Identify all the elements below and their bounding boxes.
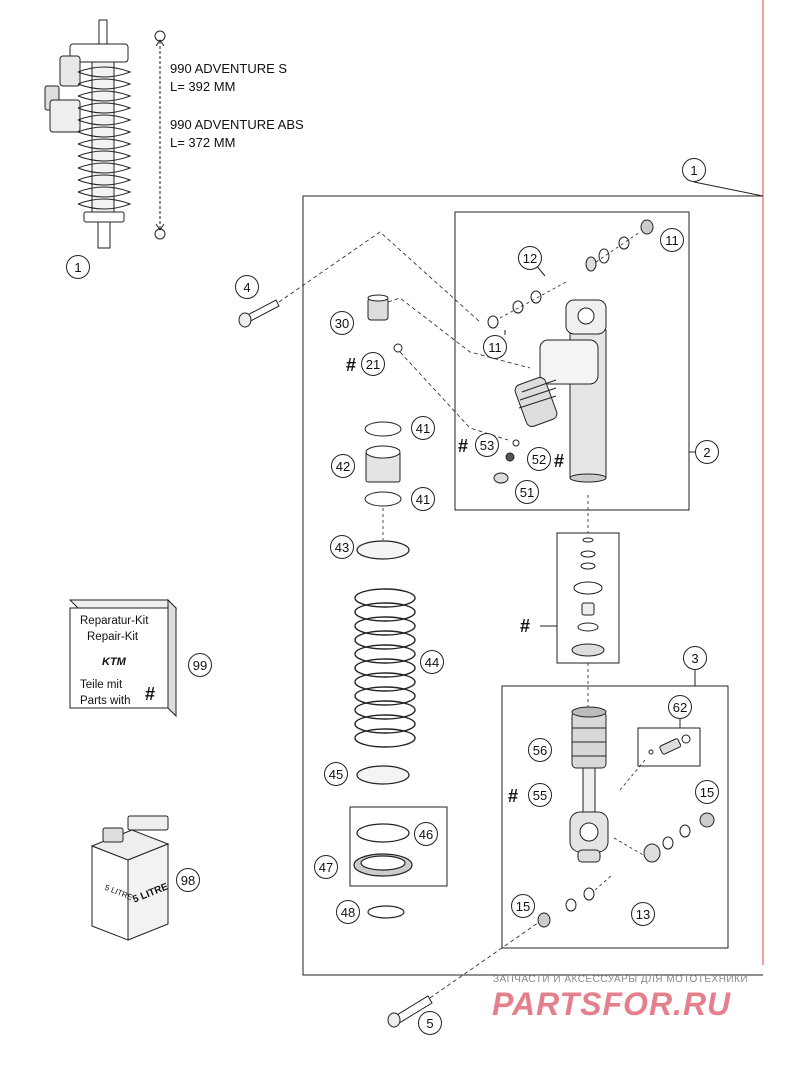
callout-99[interactable]: 99 — [188, 653, 212, 677]
hash-mark-52: # — [554, 451, 565, 471]
kit-line-4: Parts with — [80, 695, 131, 707]
spec-model-s: 990 ADVENTURE S — [170, 61, 288, 76]
callout-21[interactable]: 21 — [361, 352, 385, 376]
adjuster-part — [367, 294, 403, 353]
callout-41-upper[interactable]: 41 — [411, 416, 435, 440]
callout-48[interactable]: 48 — [336, 900, 360, 924]
watermark-caption: ЗАПЧАСТИ И АКСЕССУАРЫ ДЛЯ МОТОТЕХНИКИ — [493, 974, 749, 985]
valve-insert — [648, 734, 691, 755]
hash-mark-21: # — [346, 355, 357, 375]
body-bushings — [487, 219, 654, 329]
main-assembly-frame — [302, 195, 763, 976]
watermark-brand: PARTSFOR.RU — [492, 986, 732, 1022]
callout-11-left[interactable]: 11 — [483, 335, 507, 359]
lower-bolt — [387, 995, 433, 1028]
spring-washer-upper — [356, 540, 410, 560]
length-dimension — [154, 30, 166, 240]
oil-can — [90, 815, 170, 941]
callout-1-top[interactable]: 1 — [682, 158, 706, 182]
coil-spring — [354, 588, 416, 748]
piston-rod-frame — [501, 685, 729, 949]
spring-washer-lower — [356, 765, 410, 785]
callout-12[interactable]: 12 — [518, 246, 542, 270]
kit-line-1: Reparatur-Kit — [80, 615, 149, 627]
damper-body-frame — [454, 211, 690, 511]
damper-body — [514, 299, 607, 483]
hash-mark-55: # — [508, 786, 519, 806]
piston-rod-assembly — [569, 706, 609, 863]
bump-stop-parts — [364, 421, 402, 507]
kit-line-2: Repair-Kit — [87, 631, 139, 643]
kit-line-3: Teile mit — [80, 679, 123, 691]
callout-15-left[interactable]: 15 — [511, 894, 535, 918]
callout-42[interactable]: 42 — [331, 454, 355, 478]
hash-mark-53: # — [458, 436, 469, 456]
callout-46[interactable]: 46 — [414, 822, 438, 846]
complete-shock-illustration — [44, 19, 132, 249]
kit-hash-symbol: # — [145, 684, 156, 704]
callout-1-left[interactable]: 1 — [66, 255, 90, 279]
callout-51[interactable]: 51 — [515, 480, 539, 504]
callout-53[interactable]: 53 — [475, 433, 499, 457]
callout-41-lower[interactable]: 41 — [411, 487, 435, 511]
callout-43[interactable]: 43 — [330, 535, 354, 559]
callout-47[interactable]: 47 — [314, 855, 338, 879]
callout-98[interactable]: 98 — [176, 868, 200, 892]
repair-kit-box — [68, 598, 178, 718]
rod-bushings — [537, 812, 715, 928]
callout-44[interactable]: 44 — [420, 650, 444, 674]
callout-4[interactable]: 4 — [235, 275, 259, 299]
spring-retainer-frame — [349, 806, 448, 887]
seal-kit-parts — [571, 537, 605, 657]
callout-52[interactable]: 52 — [527, 447, 551, 471]
callout-2[interactable]: 2 — [695, 440, 719, 464]
spec-length-s: L= 392 MM — [170, 79, 236, 94]
valve-small-parts — [493, 439, 520, 484]
callout-62[interactable]: 62 — [668, 695, 692, 719]
callout-30[interactable]: 30 — [330, 311, 354, 335]
hash-mark-seal-kit: # — [520, 616, 531, 636]
spec-length-abs: L= 372 MM — [170, 135, 236, 150]
callout-55[interactable]: 55 — [528, 783, 552, 807]
ktm-logo: KTM — [102, 656, 126, 668]
callout-45[interactable]: 45 — [324, 762, 348, 786]
callout-15-right[interactable]: 15 — [695, 780, 719, 804]
spring-retainer-parts — [353, 823, 413, 919]
callout-13[interactable]: 13 — [631, 902, 655, 926]
callout-5[interactable]: 5 — [418, 1011, 442, 1035]
upper-bolt — [238, 299, 280, 328]
spec-model-abs: 990 ADVENTURE ABS — [170, 117, 304, 132]
callout-11-right[interactable]: 11 — [660, 228, 684, 252]
callout-3[interactable]: 3 — [683, 646, 707, 670]
callout-56[interactable]: 56 — [528, 738, 552, 762]
